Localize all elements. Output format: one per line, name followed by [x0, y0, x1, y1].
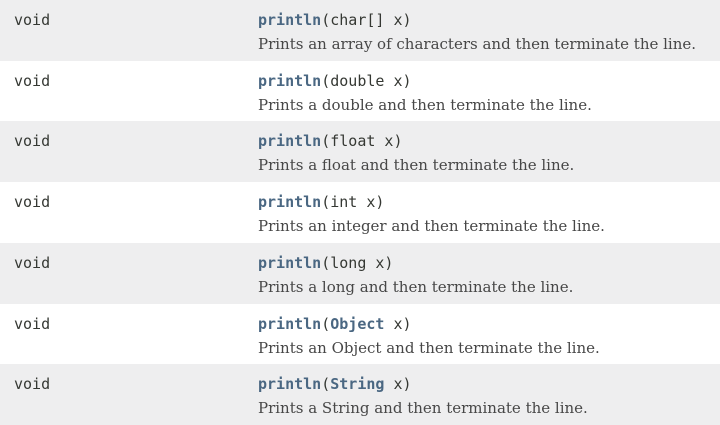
method-link[interactable]: println [258, 193, 322, 212]
method-cell: println(long x) Prints a long and then t… [244, 253, 720, 297]
signature-open-paren: ( [321, 314, 331, 333]
method-signature: println(char[] x) [258, 10, 720, 30]
param-type: int [330, 193, 358, 212]
method-description: Prints a long and then terminate the lin… [258, 277, 574, 296]
param-type: char[] [330, 11, 385, 29]
signature-open-paren: ( [321, 375, 331, 394]
method-cell: println(int x) Prints an integer and the… [244, 192, 720, 236]
param-type-link[interactable]: Object [330, 314, 385, 333]
method-signature: println(long x) [258, 253, 720, 273]
method-cell: println(Object x) Prints an Object and t… [244, 314, 720, 358]
method-cell: println(double x) Prints a double and th… [244, 71, 720, 115]
param-name: x) [384, 375, 412, 394]
method-link[interactable]: println [258, 11, 322, 29]
method-link[interactable]: println [258, 375, 322, 394]
return-type: void [14, 71, 51, 90]
method-signature: println(double x) [258, 71, 720, 91]
method-link[interactable]: println [258, 253, 322, 272]
method-description: Prints an array of characters and then t… [258, 35, 697, 53]
param-name: x) [375, 132, 403, 151]
param-type: double [330, 71, 385, 90]
method-description: Prints an Object and then terminate the … [258, 338, 600, 357]
method-signature: println(Object x) [258, 314, 720, 334]
param-type-link[interactable]: String [330, 375, 385, 394]
method-link[interactable]: println [258, 132, 322, 151]
signature-open-paren: ( [321, 71, 331, 90]
table-row: void println(double x) Prints a double a… [0, 60, 720, 122]
method-description: Prints a double and then terminate the l… [258, 95, 592, 114]
return-type: void [14, 193, 51, 212]
return-type: void [14, 132, 51, 151]
method-cell: println(String x) Prints a String and th… [244, 374, 720, 418]
table-row: void println(String x) Prints a String a… [0, 364, 720, 425]
param-name: x) [384, 314, 412, 333]
signature-open-paren: ( [321, 11, 331, 29]
param-name: x) [384, 71, 412, 90]
param-type: long [330, 253, 367, 272]
signature-open-paren: ( [321, 253, 331, 272]
table-row: void println(long x) Prints a long and t… [0, 242, 720, 304]
param-type: float [330, 132, 376, 151]
param-name: x) [366, 253, 394, 272]
method-signature: println(int x) [258, 192, 720, 212]
table-row: void println(int x) Prints an integer an… [0, 182, 720, 243]
table-row: void println(Object x) Prints an Object … [0, 303, 720, 365]
return-type: void [14, 314, 51, 333]
method-cell: println(char[] x) Prints an array of cha… [244, 10, 720, 54]
return-type: void [14, 11, 51, 29]
method-description: Prints a float and then terminate the li… [258, 156, 575, 175]
method-link[interactable]: println [258, 314, 322, 333]
table-row: void println(char[] x) Prints an array o… [0, 0, 720, 61]
method-cell: println(float x) Prints a float and then… [244, 131, 720, 175]
param-name: x) [384, 11, 412, 29]
method-signature: println(String x) [258, 374, 720, 394]
return-type: void [14, 375, 51, 394]
method-signature: println(float x) [258, 131, 720, 151]
signature-open-paren: ( [321, 193, 331, 212]
method-link[interactable]: println [258, 71, 322, 90]
method-description: Prints a String and then terminate the l… [258, 399, 588, 418]
table-row: void println(float x) Prints a float and… [0, 121, 720, 183]
return-type: void [14, 253, 51, 272]
method-description: Prints an integer and then terminate the… [258, 217, 605, 236]
signature-open-paren: ( [321, 132, 331, 151]
param-name: x) [357, 193, 385, 212]
